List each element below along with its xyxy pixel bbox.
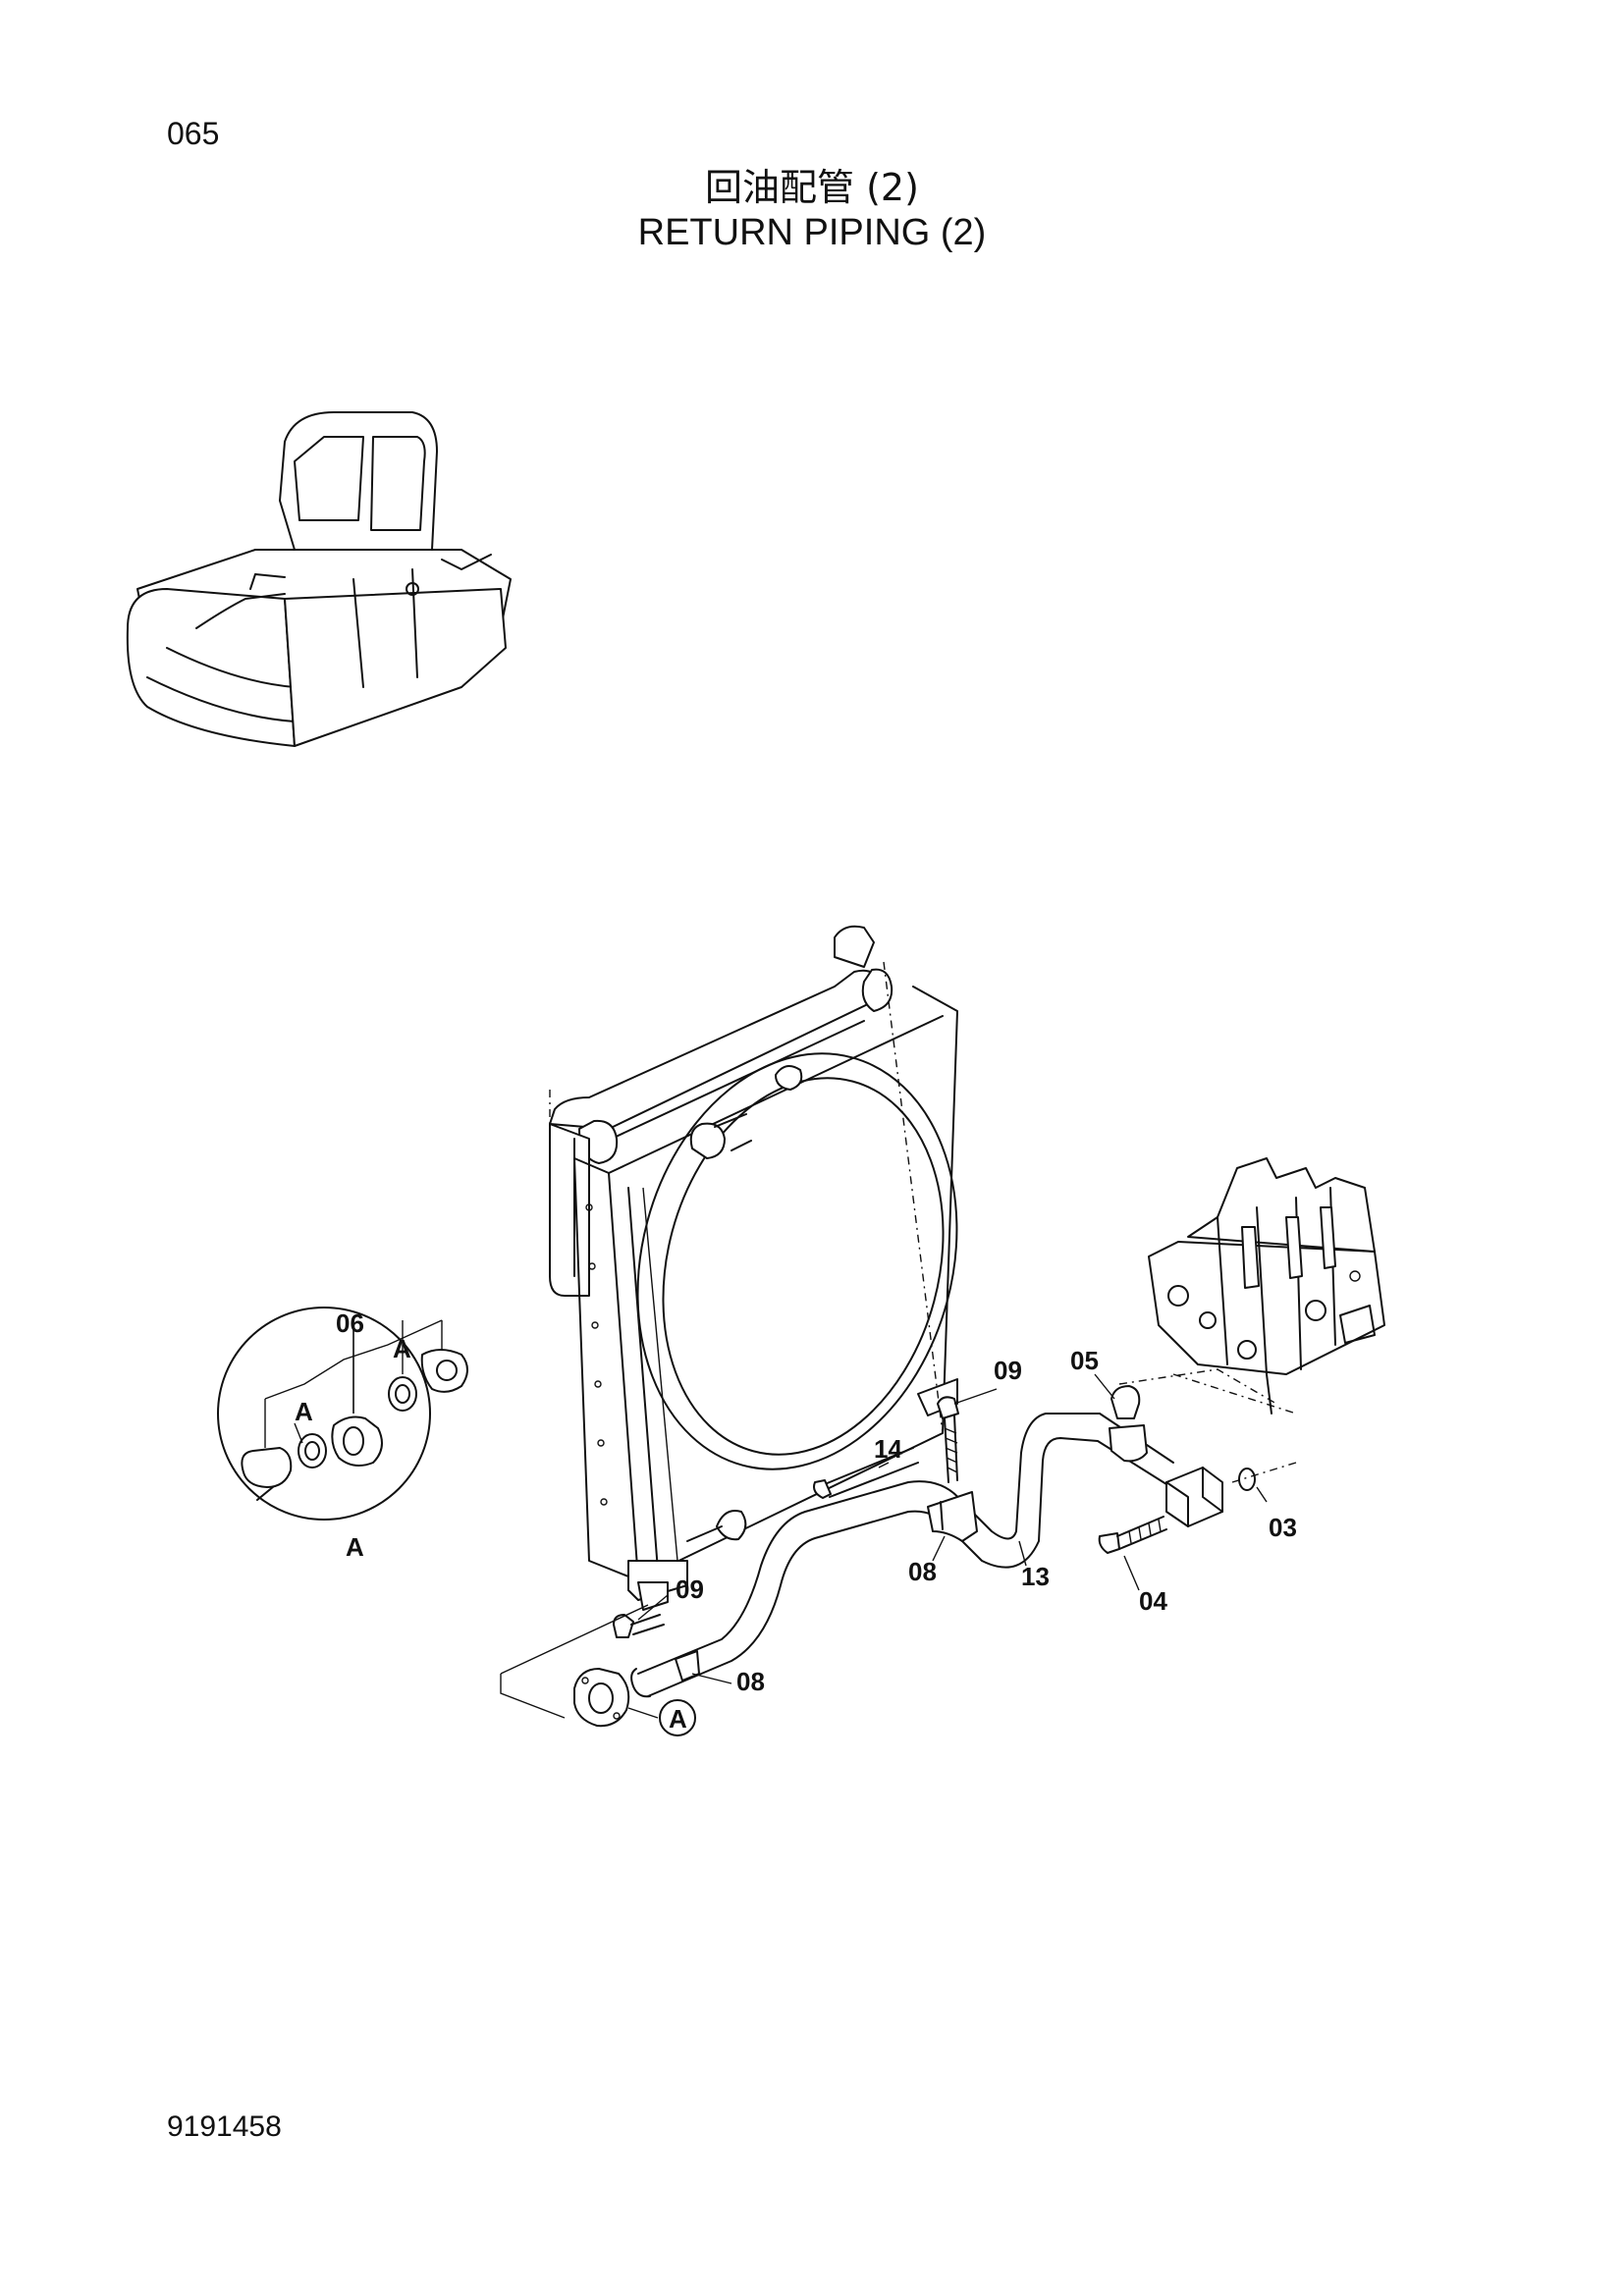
document-number: 9191458: [167, 2110, 282, 2143]
radiator-assembly: [549, 925, 958, 1611]
callout-13: 13: [1021, 1562, 1050, 1591]
callout-05: 05: [1070, 1346, 1099, 1375]
excavator-location-thumbnail: [126, 411, 512, 747]
callout-04: 04: [1139, 1586, 1167, 1616]
callout-a-detail: A: [346, 1532, 364, 1562]
callout-09-lower: 09: [676, 1575, 704, 1604]
page-number: 065: [167, 116, 220, 151]
callout-06: 06: [336, 1308, 364, 1338]
detail-reference-circle: [659, 1699, 696, 1736]
callout-09-upper: 09: [994, 1356, 1022, 1385]
callout-08-lower: 08: [736, 1667, 765, 1696]
callout-03: 03: [1269, 1513, 1297, 1542]
callout-labels: 06 A A A 09 05 14 03 08 13 04 09 08 A: [295, 1308, 1297, 1736]
leader-lines: [352, 1330, 1268, 1719]
callout-08-upper: 08: [908, 1557, 937, 1586]
page-title-english: RETURN PIPING (2): [637, 212, 987, 253]
control-valve: [1148, 1157, 1385, 1415]
return-piping: [500, 1368, 1297, 1728]
callout-a-left: A: [295, 1397, 313, 1426]
callout-a-reference: A: [669, 1704, 687, 1734]
detail-view-a: [217, 1307, 468, 1521]
callout-14: 14: [874, 1434, 902, 1464]
callout-a-right: A: [393, 1334, 411, 1363]
page-title-chinese: 回油配管 (2): [705, 166, 919, 209]
